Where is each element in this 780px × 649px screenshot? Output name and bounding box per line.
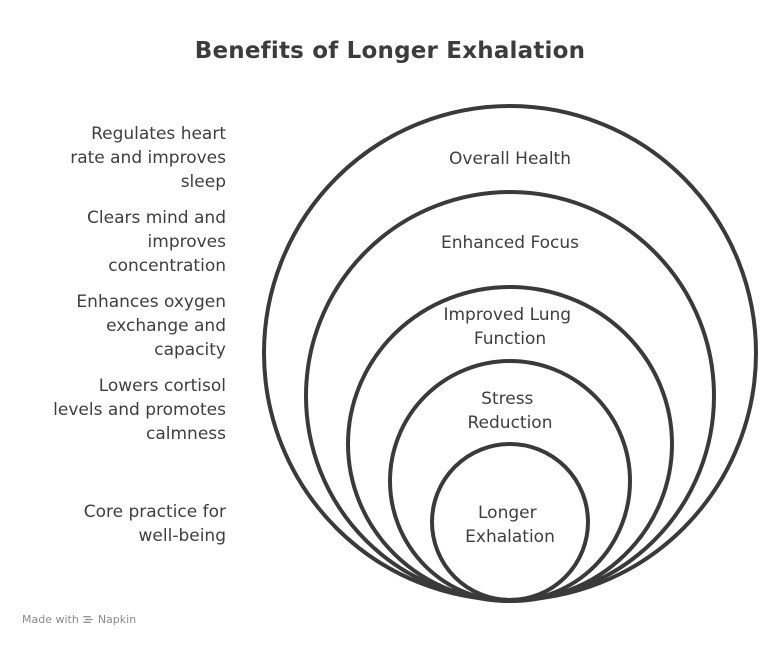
made-with-text: Made with xyxy=(22,613,79,626)
description-stress-reduction: Lowers cortisol levels and promotes calm… xyxy=(53,376,226,444)
ring-circle-overall-health xyxy=(262,104,758,602)
napkin-brand-text: Napkin xyxy=(97,613,137,626)
ring-overall-health xyxy=(262,104,758,602)
napkin-logo-icon xyxy=(83,616,93,623)
ring-label-overall-health: Overall Health xyxy=(449,149,571,169)
description-overall-health: Regulates heart rate and improves sleep xyxy=(70,124,226,192)
ring-circle-longer-exhalation xyxy=(430,442,590,602)
ring-label-stress-reduction: Stress Reduction xyxy=(468,389,553,433)
description-enhanced-focus: Clears mind and improves concentration xyxy=(87,208,226,276)
description-improved-lung-function: Enhances oxygen exchange and capacity xyxy=(76,292,226,360)
ring-label-improved-lung-function: Improved Lung Function xyxy=(443,305,576,349)
ring-label-enhanced-focus: Enhanced Focus xyxy=(441,233,579,253)
ring-label-longer-exhalation: Longer Exhalation xyxy=(465,503,555,547)
description-longer-exhalation: Core practice for well-being xyxy=(83,502,226,546)
diagram-title: Benefits of Longer Exhalation xyxy=(194,38,586,64)
ring-longer-exhalation xyxy=(430,442,590,602)
made-with-napkin-footer: Made with Napkin xyxy=(22,613,136,626)
